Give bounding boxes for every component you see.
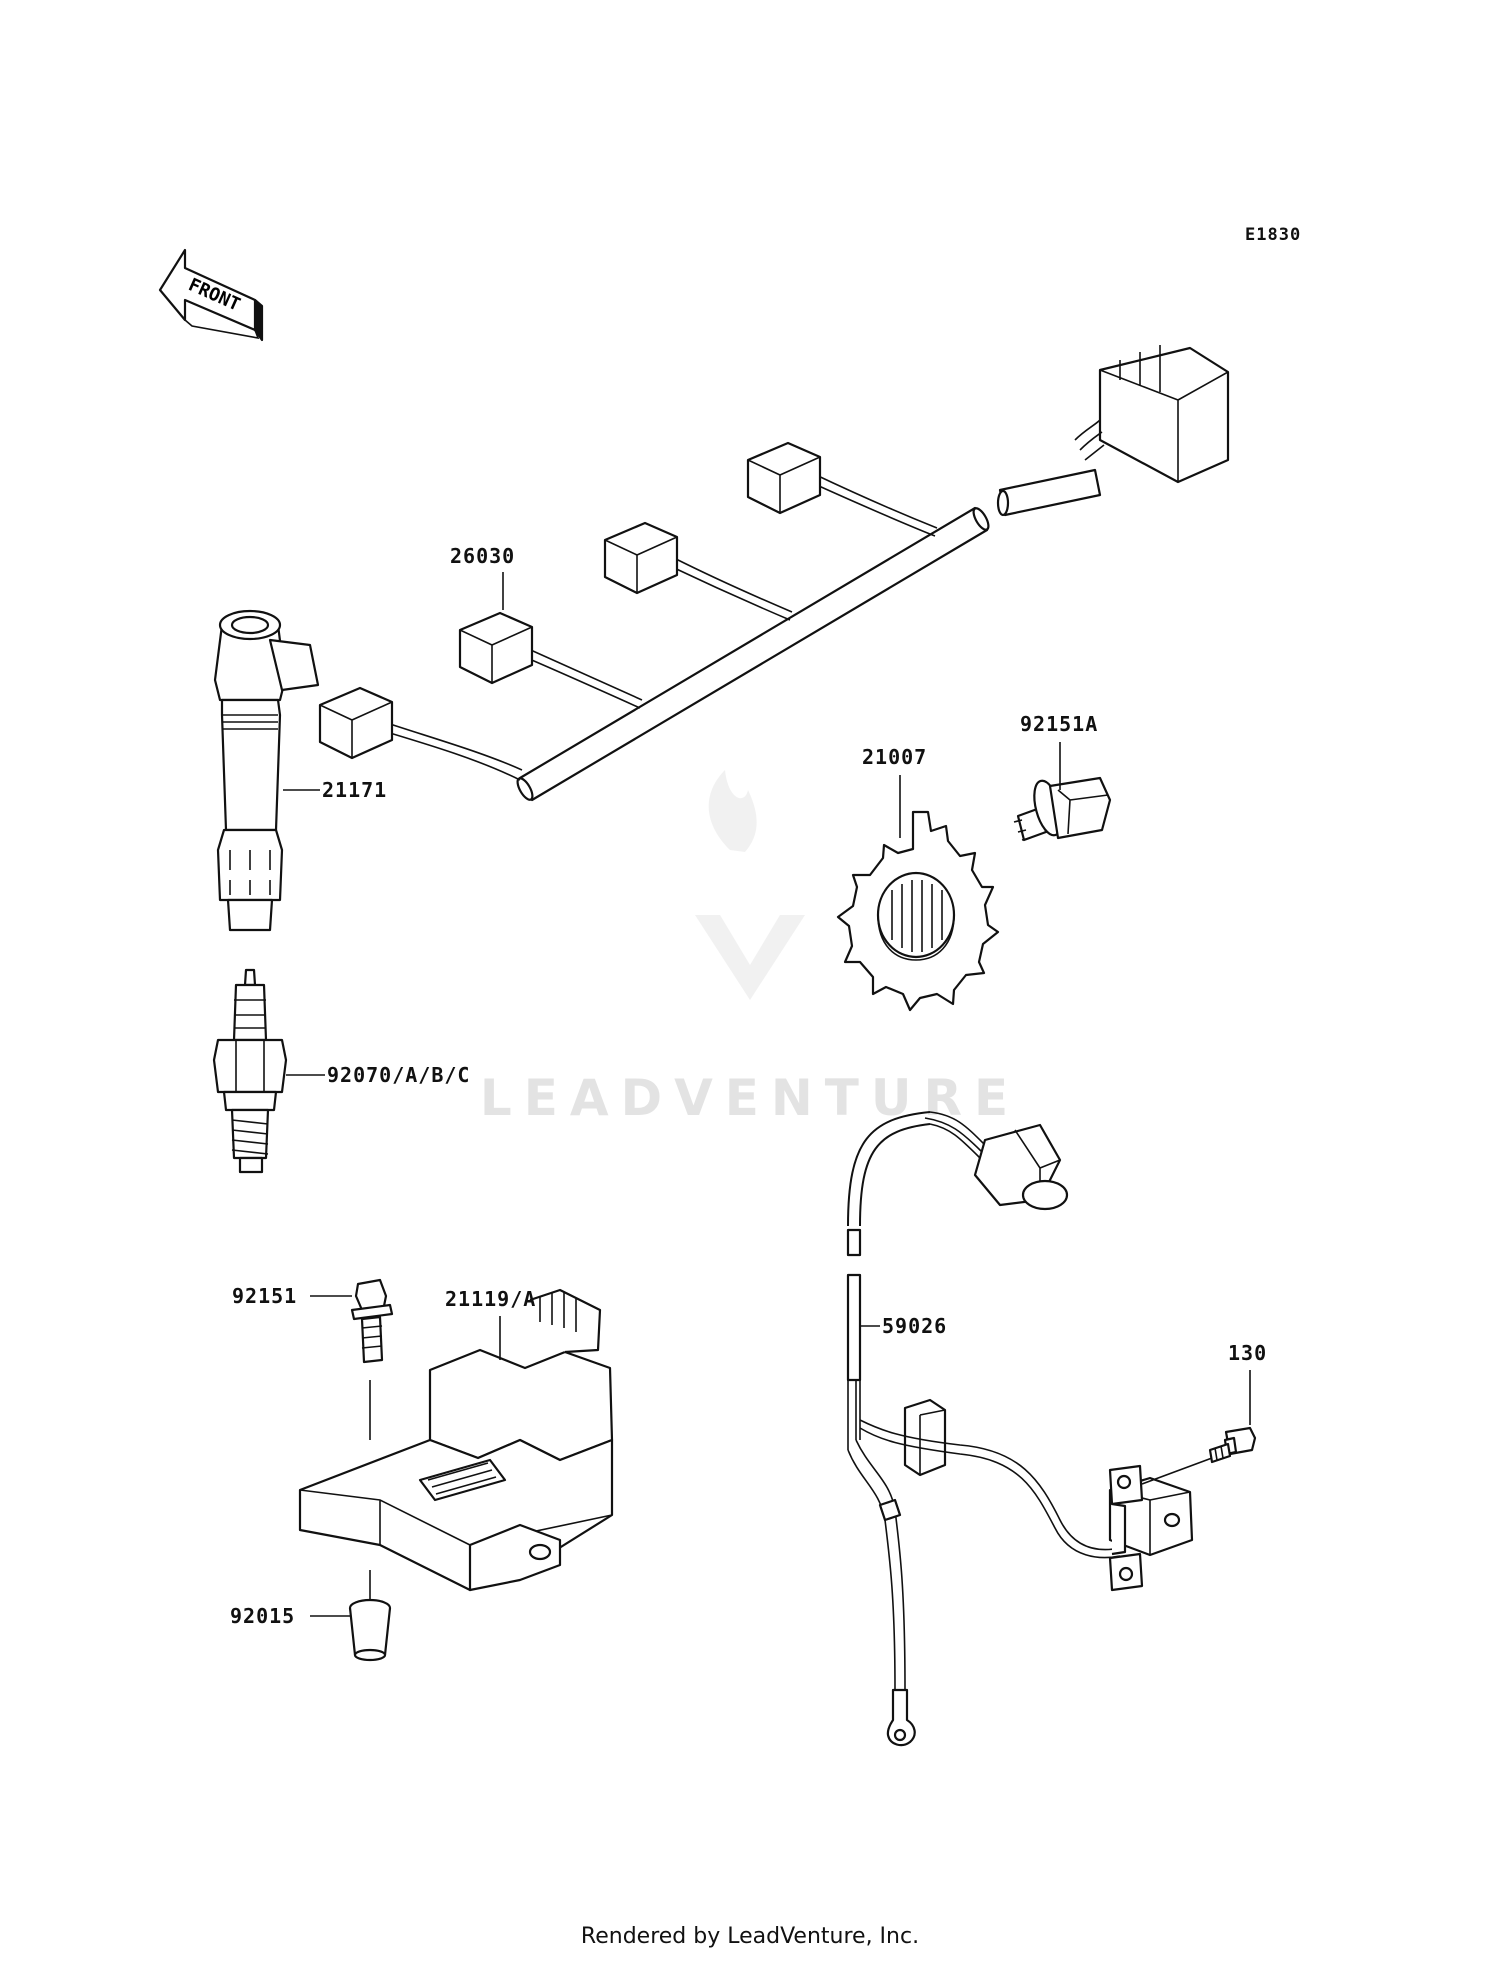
label-92151: 92151 — [232, 1284, 297, 1308]
label-130: 130 — [1228, 1341, 1267, 1365]
wiring-harness-26030 — [318, 345, 1230, 802]
collar-92015 — [348, 1598, 392, 1662]
timing-rotor-21007 — [836, 810, 1000, 1012]
ignition-coil-21171 — [213, 609, 320, 932]
label-92070: 92070/A/B/C — [327, 1063, 470, 1087]
label-21171: 21171 — [322, 778, 387, 802]
diagram-code: E1830 — [1245, 225, 1301, 245]
ecu-21119 — [298, 1288, 614, 1592]
label-21119: 21119/A — [445, 1287, 536, 1311]
label-21007: 21007 — [862, 745, 927, 769]
label-26030: 26030 — [450, 544, 515, 568]
front-arrow-icon: FRONT — [158, 248, 264, 342]
footer-credit: Rendered by LeadVenture, Inc. — [580, 1924, 920, 1949]
watermark-logo — [695, 770, 805, 1000]
label-59026: 59026 — [882, 1314, 947, 1338]
watermark-text: LEADVENTURE — [480, 1069, 1020, 1127]
bolt-92151 — [350, 1278, 394, 1364]
label-92015: 92015 — [230, 1604, 295, 1628]
spark-plug-92070 — [212, 968, 288, 1174]
label-92151a: 92151A — [1020, 712, 1098, 736]
screw-guide-line — [1141, 1457, 1213, 1485]
screw-130 — [1208, 1426, 1257, 1464]
pickup-coil-59026 — [846, 1111, 1194, 1747]
bolt-92151a — [1013, 776, 1112, 842]
